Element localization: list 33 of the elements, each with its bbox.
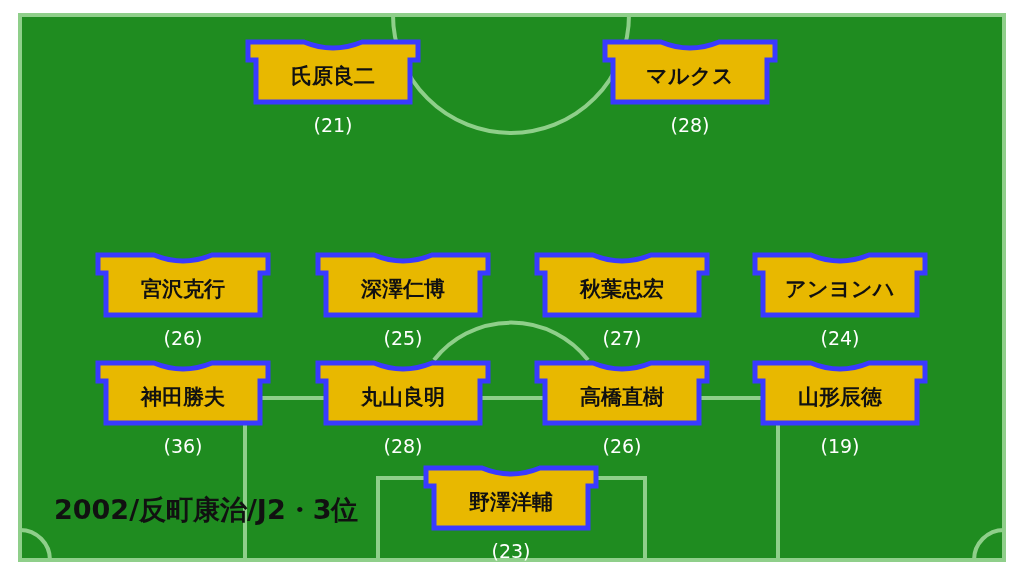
player-name: 野澤洋輔 — [468, 489, 554, 516]
age-label: (26) — [601, 434, 643, 458]
player-name: 秋葉忠宏 — [578, 276, 665, 303]
age-label: (27) — [601, 326, 643, 350]
age-label: (26) — [162, 326, 204, 350]
age-label: (28) — [382, 434, 424, 458]
player-name: 山形辰徳 — [797, 384, 883, 411]
jersey-shape — [94, 359, 272, 427]
player-name: 丸山良明 — [360, 384, 446, 411]
age-label: (21) — [312, 113, 354, 137]
jersey-shape — [533, 359, 711, 427]
jersey-shape — [314, 359, 492, 427]
player-name: 氏原良二 — [290, 63, 376, 90]
jersey-shape — [314, 251, 492, 319]
age-label: (36) — [162, 434, 204, 458]
player-name: アンヨンハ — [784, 276, 896, 303]
age-label: (24) — [819, 326, 861, 350]
player-name: 神田勝夫 — [139, 384, 226, 411]
jersey-shape — [533, 251, 711, 319]
jersey-shape — [94, 251, 272, 319]
age-label: (25) — [382, 326, 424, 350]
jersey-shape — [751, 359, 929, 427]
jersey-shape — [751, 251, 929, 319]
jersey-shape — [601, 38, 779, 106]
age-label: (19) — [819, 434, 861, 458]
player-name: 深澤仁博 — [360, 276, 446, 303]
jersey-shape — [244, 38, 422, 106]
player-name: マルクス — [645, 63, 735, 90]
age-label: (28) — [669, 113, 711, 137]
jersey-shape — [422, 464, 600, 532]
age-label: (23) — [490, 539, 532, 563]
player-name: 高橋直樹 — [579, 384, 665, 411]
player-name: 宮沢克行 — [140, 276, 226, 303]
